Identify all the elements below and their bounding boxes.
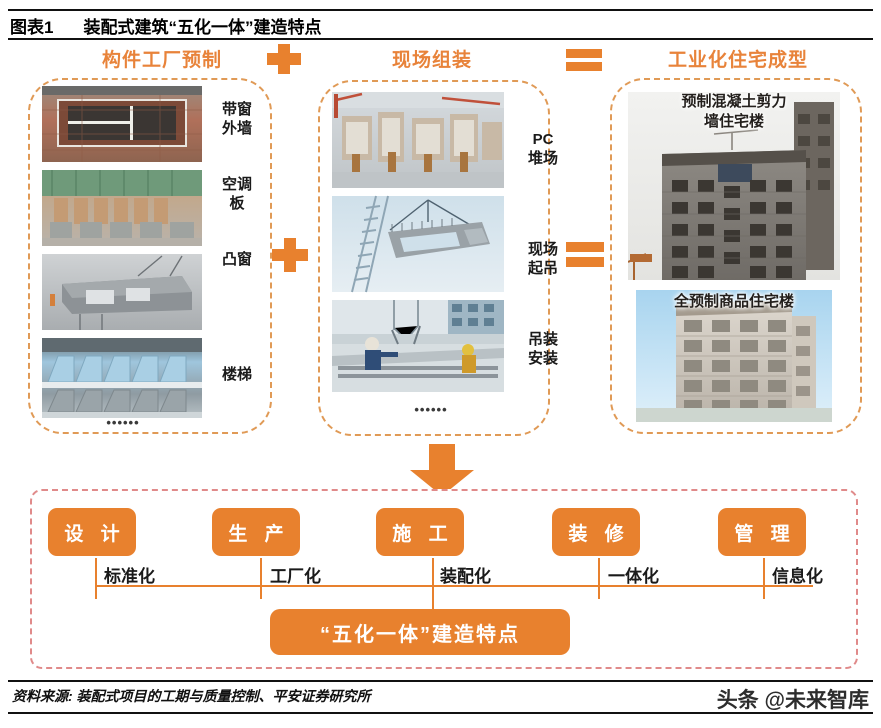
stage-label-integration: 一体化 <box>608 566 659 586</box>
section-heading-assembly: 现场组装 <box>391 49 472 71</box>
middle-panel-ellipsis: •••••• <box>414 402 448 417</box>
stage-stub-4 <box>763 585 765 599</box>
stage-divider-1 <box>95 558 97 586</box>
watermark: 头条 @未来智库 <box>716 689 869 712</box>
footer-bottom-rule <box>8 712 873 714</box>
label-lifting-install: 吊装 安装 <box>527 331 558 367</box>
summary-connector <box>432 585 434 609</box>
source-note: 资料来源: 装配式项目的工期与质量控制、平安证券研究所 <box>12 688 371 704</box>
stage-box-construction[interactable]: 施 工 <box>376 508 464 556</box>
middle-panel-thumbnails <box>332 92 504 392</box>
stage-stub-2 <box>260 585 262 599</box>
right-panel-image-top <box>628 92 840 280</box>
stage-box-production[interactable]: 生 产 <box>212 508 300 556</box>
left-panel-thumbnails <box>42 86 202 418</box>
section-heading-result: 工业化住宅成型 <box>667 49 808 71</box>
stage-box-decoration[interactable]: 装 修 <box>552 508 640 556</box>
label-ac-panel: 空调 板 <box>221 176 252 212</box>
figure-title-row: 图表1 装配式建筑“五化一体”建造特点 <box>10 12 321 38</box>
left-panel-ellipsis: •••••• <box>106 415 140 430</box>
label-window-wall: 带窗 外墙 <box>221 101 252 137</box>
stage-box-design[interactable]: 设 计 <box>48 508 136 556</box>
equals-icon-top <box>562 44 606 74</box>
plus-icon-middle <box>268 238 312 272</box>
summary-box[interactable]: “五化一体”建造特点 <box>270 609 570 655</box>
stage-label-standardization: 标准化 <box>104 566 155 586</box>
caption-precast-shear-wall: 预制混凝土剪力 墙住宅楼 <box>681 93 787 130</box>
stage-stub-3 <box>598 585 600 599</box>
title-underline-rule <box>8 38 873 40</box>
top-rule <box>8 9 873 11</box>
caption-fully-precast-housing: 全预制商品住宅楼 <box>673 293 794 310</box>
plus-icon-top <box>262 44 306 74</box>
section-heading-prefab: 构件工厂预制 <box>101 49 222 71</box>
figure-number: 图表1 <box>10 17 54 37</box>
right-panel-image-bottom <box>636 290 832 422</box>
label-bay-window: 凸窗 <box>221 251 252 268</box>
stage-divider-4 <box>598 558 600 586</box>
stage-divider-5 <box>763 558 765 586</box>
label-stairs: 楼梯 <box>221 366 252 383</box>
stage-stub-1 <box>95 585 97 599</box>
equals-icon-middle <box>562 240 606 270</box>
stage-label-informatization: 信息化 <box>772 566 823 586</box>
stage-label-factorization: 工厂化 <box>270 566 321 586</box>
footer-top-rule <box>8 680 873 682</box>
stage-divider-3 <box>432 558 434 586</box>
stage-connector-line <box>95 585 813 587</box>
stage-divider-2 <box>260 558 262 586</box>
label-pc-yard: PC 堆场 <box>527 131 558 167</box>
stage-box-management[interactable]: 管 理 <box>718 508 806 556</box>
stage-label-assembly: 装配化 <box>440 566 491 586</box>
label-site-hoisting: 现场 起吊 <box>527 241 558 277</box>
page-title: 装配式建筑“五化一体”建造特点 <box>83 17 322 37</box>
